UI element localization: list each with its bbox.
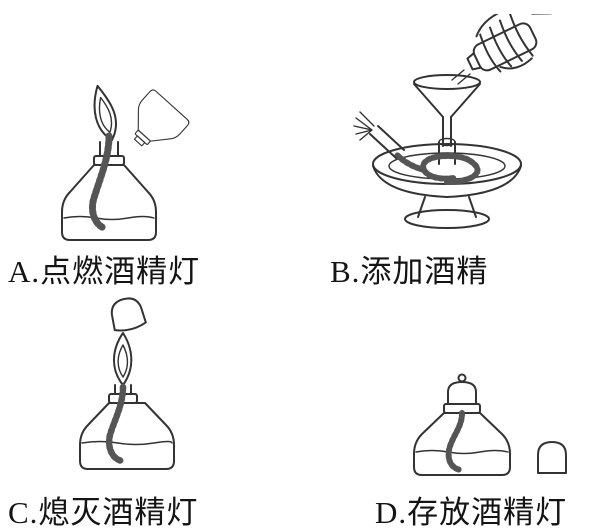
label-d: D.存放酒精灯 xyxy=(375,495,568,530)
flame-icon xyxy=(93,84,117,141)
adding-alcohol-illustration xyxy=(353,14,553,229)
extinguishing-lamp-illustration xyxy=(79,297,175,470)
figure-a-lighting-alcohol-lamp xyxy=(40,78,225,250)
figure-d-storing-lamp xyxy=(398,370,573,485)
label-a: A.点燃酒精灯 xyxy=(8,254,201,289)
hand-with-bottle-icon xyxy=(466,14,553,73)
flame-icon xyxy=(113,332,133,386)
label-c: C.熄灭酒精灯 xyxy=(8,495,199,530)
lighting-lamp-illustration xyxy=(61,84,190,241)
burner-dish-icon xyxy=(353,111,522,229)
pour-stream-icon xyxy=(451,69,471,85)
frayed-wick-icon xyxy=(353,111,375,141)
capped-alcohol-lamp-icon xyxy=(413,373,511,476)
figure-b-adding-alcohol xyxy=(350,14,565,244)
alcohol-lamp-icon xyxy=(61,132,157,241)
funnel-icon xyxy=(413,74,481,147)
lamp-cap-icon xyxy=(110,297,147,332)
figure-c-extinguishing-lamp xyxy=(60,293,195,485)
spare-cap-icon xyxy=(537,441,567,474)
tilted-lamp-icon xyxy=(133,89,190,147)
label-b: B.添加酒精 xyxy=(330,254,489,289)
storing-lamp-illustration xyxy=(413,373,567,476)
alcohol-lamp-icon xyxy=(79,383,175,470)
